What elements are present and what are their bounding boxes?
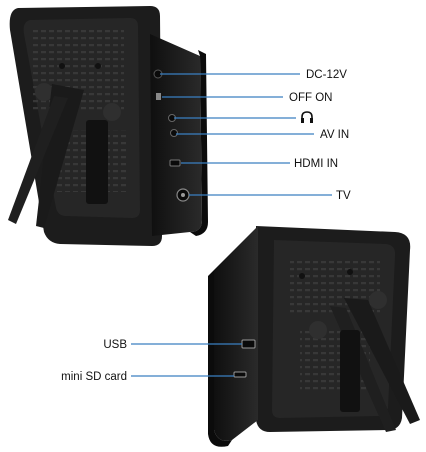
label-tv: TV <box>336 190 351 202</box>
label-dc: DC-12V <box>306 69 347 81</box>
label-hdmi: HDMI IN <box>294 158 338 170</box>
bottom-callouts: USB mini SD card <box>61 339 242 383</box>
bottom-device-frame <box>208 270 232 447</box>
bottom-kickstand <box>330 298 420 432</box>
hdmi-port <box>169 159 181 167</box>
av-port <box>170 129 178 137</box>
top-speaker-left <box>35 83 53 101</box>
top-speaker-right <box>103 103 121 121</box>
headphone-icon <box>301 111 313 123</box>
top-callouts: DC-12V OFF ON AV IN HDMI IN TV <box>160 69 351 202</box>
label-sd: mini SD card <box>61 371 127 383</box>
usb-port <box>241 339 256 349</box>
bottom-speaker-right <box>369 291 387 309</box>
top-device <box>8 6 208 246</box>
bottom-device-side-edge <box>214 226 258 441</box>
top-screw-a <box>59 63 65 69</box>
bottom-speaker-left <box>309 321 327 339</box>
top-kickstand <box>8 84 108 228</box>
sd-card-slot <box>233 371 247 378</box>
top-screw-b <box>95 63 101 69</box>
label-power: OFF ON <box>289 92 332 104</box>
label-usb: USB <box>103 339 127 351</box>
label-av: AV IN <box>320 129 349 141</box>
bottom-device <box>208 226 420 447</box>
power-switch <box>156 93 161 100</box>
